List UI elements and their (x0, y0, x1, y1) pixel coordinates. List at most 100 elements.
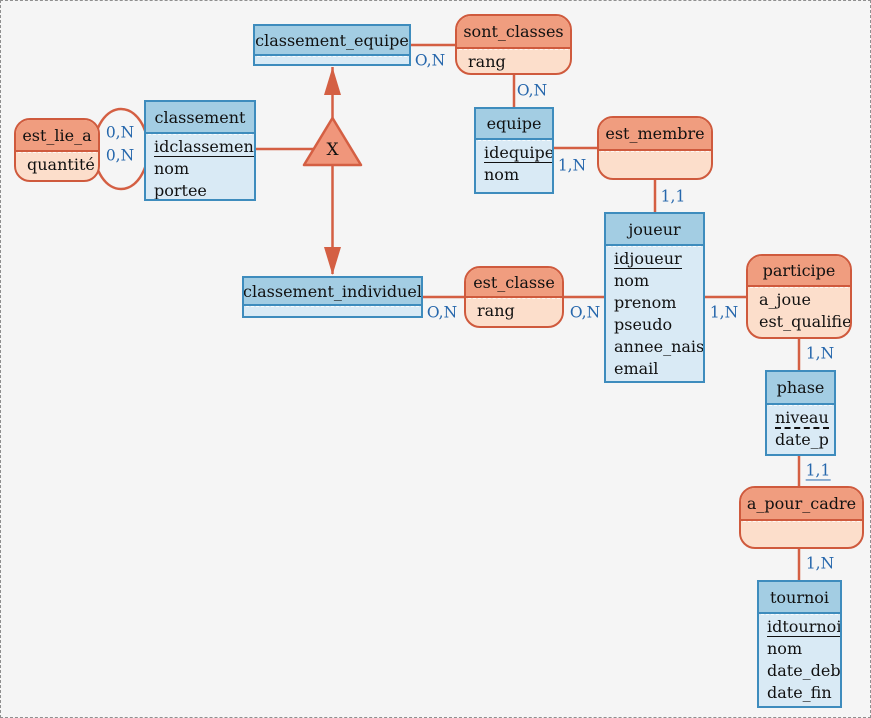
cardinality-text: 1,1 (805, 461, 831, 481)
attribute-text: idclassement (154, 137, 254, 157)
cardinality-label: O,N (427, 304, 457, 321)
association-name: est_classe (466, 268, 562, 298)
attribute-list (244, 306, 421, 316)
entity-name: joueur (606, 214, 703, 246)
attribute-text: email (614, 359, 659, 378)
attribute-text: date_fin (767, 683, 832, 702)
entity-classement_equipe: classement_equipe (253, 24, 411, 66)
attribute-row: idjoueur (606, 248, 703, 270)
entity-name: classement_individuel (244, 278, 421, 306)
attribute-text: pseudo (614, 315, 673, 334)
cardinality-text: O,N (569, 303, 601, 322)
attribute-text: idtournoi (767, 617, 840, 637)
cardinality-label: 1,1 (661, 188, 686, 205)
attribute-list (255, 56, 409, 64)
attribute-list: rang (457, 49, 570, 73)
attribute-text: quantité (27, 155, 95, 174)
attribute-list: idclassement nom portee (146, 134, 254, 199)
cardinality-text: O,N (516, 81, 548, 100)
cardinality-label: O,N (517, 82, 547, 99)
attribute-text: niveau (775, 408, 829, 429)
attribute-row: niveau (767, 407, 834, 429)
attribute-row: a_joue (748, 289, 850, 311)
attribute-text: rang (477, 301, 515, 320)
attribute-text: nom (154, 159, 190, 178)
attribute-row: idequipe (476, 142, 552, 164)
attribute-row: date_p (767, 429, 834, 451)
attribute-row: prenom (606, 292, 703, 314)
attribute-text: nom (484, 165, 520, 184)
cardinality-label: 1,N (710, 304, 738, 321)
association-participe: participe a_joue est_qualifie (746, 254, 852, 339)
attribute-row: rang (466, 300, 562, 322)
attribute-row: nom (146, 158, 254, 180)
cardinality-text: 0,N (105, 123, 135, 142)
attribute-list: quantité (16, 152, 98, 180)
attribute-row: nom (476, 164, 552, 186)
cardinality-text: 1,N (805, 554, 835, 573)
attribute-text: date_deb (767, 661, 840, 680)
entity-classement_individuel: classement_individuel (242, 276, 423, 318)
attribute-text: est_qualifie (759, 312, 850, 331)
attribute-row: idclassement (146, 136, 254, 158)
cardinality-text: O,N (426, 303, 458, 322)
attribute-list: idequipe nom (476, 140, 552, 192)
cardinality-label: 1,N (806, 555, 834, 572)
xt-constraint-label: X (326, 140, 339, 160)
attribute-row: annee_nais (606, 336, 703, 358)
arrow-down-classement_individuel (324, 247, 341, 275)
association-name: a_pour_cadre (741, 488, 862, 521)
attribute-row: nom (759, 638, 840, 660)
arrow-up-classement_equipe (324, 67, 341, 95)
attribute-row: date_fin (759, 682, 840, 704)
entity-equipe: equipe idequipe nom (474, 107, 554, 194)
association-a_pour_cadre: a_pour_cadre (739, 486, 864, 549)
cardinality-text: O,N (414, 51, 446, 70)
xt-constraint-triangle (302, 116, 363, 167)
association-name: est_membre (599, 118, 711, 151)
attribute-text: idjoueur (614, 249, 682, 269)
cardinality-text: 1,N (709, 303, 739, 322)
attribute-text: annee_nais (614, 337, 703, 356)
association-name: est_lie_a (16, 120, 98, 152)
entity-name: equipe (476, 109, 552, 140)
attribute-row: rang (457, 51, 570, 73)
cardinality-label: O,N (415, 52, 445, 69)
cardinality-text: 0,N (105, 146, 135, 165)
attribute-list: a_joue est_qualifie (748, 287, 850, 337)
cardinality-label: O,N (570, 304, 600, 321)
entity-name: phase (767, 372, 834, 405)
entity-classement: classement idclassement nom portee (144, 100, 256, 201)
attribute-list: rang (466, 298, 562, 326)
association-est_lie_a: est_lie_a quantité (14, 118, 100, 182)
entity-name: classement (146, 102, 254, 134)
attribute-text: portee (154, 181, 207, 199)
attribute-text: idequipe (484, 143, 552, 163)
attribute-row: portee (146, 180, 254, 199)
cardinality-label: 1,N (558, 157, 586, 174)
attribute-text: a_joue (759, 290, 811, 309)
attribute-row: est_qualifie (748, 311, 850, 333)
cardinality-label: 1,N (806, 345, 834, 362)
attribute-row: pseudo (606, 314, 703, 336)
association-est_membre: est_membre (597, 116, 713, 180)
attribute-row: nom (606, 270, 703, 292)
entity-name: classement_equipe (255, 26, 409, 56)
attribute-row: date_deb (759, 660, 840, 682)
association-name: sont_classes (457, 16, 570, 49)
association-name: participe (748, 256, 850, 287)
cardinality-label: 1,1 (805, 461, 831, 481)
attribute-row: email (606, 358, 703, 380)
attribute-text: nom (767, 639, 803, 658)
cardinality-label: 0,N (106, 124, 134, 141)
attribute-list (599, 151, 711, 178)
